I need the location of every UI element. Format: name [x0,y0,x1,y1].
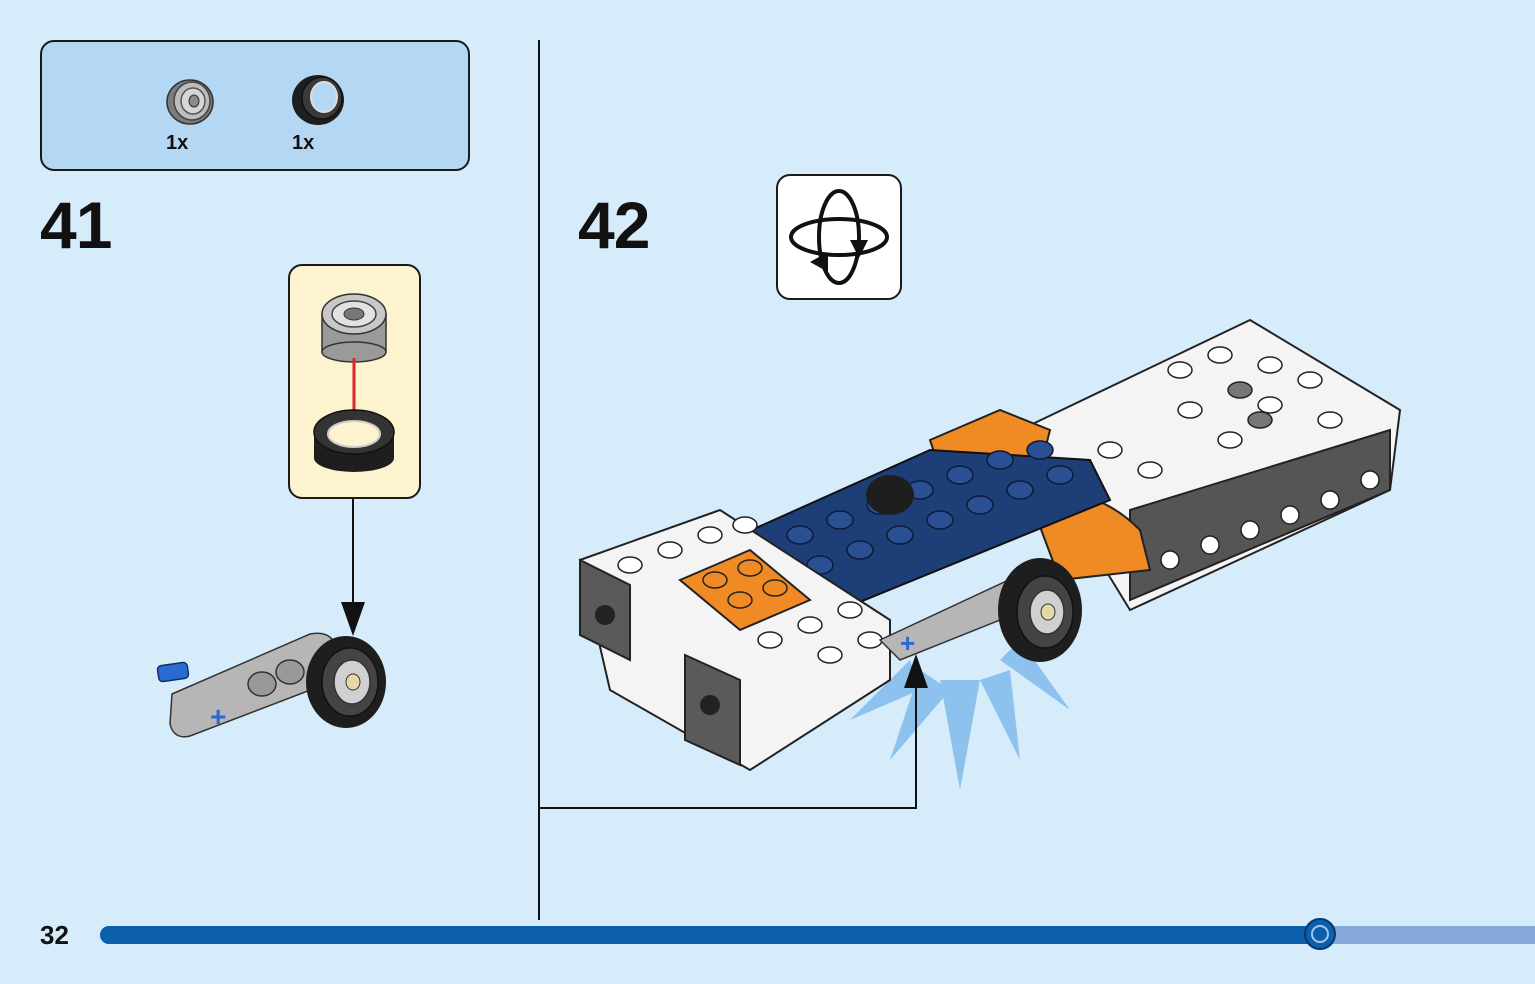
page-number: 32 [40,920,69,950]
rotate-model-icon [789,189,889,285]
step-number-41: 41 [40,188,112,262]
step-41-arrow [341,498,365,636]
step-42-arrow [538,654,928,809]
step-number-42: 42 [578,188,650,262]
wheel-axle-assembly-illustration: + [156,632,386,738]
step-divider [538,40,540,920]
parts-list-box: 1x 1x [40,40,470,171]
progress-knob [1304,918,1336,950]
progress-fill [100,926,1320,944]
rotate-model-box [776,174,902,300]
rim-count: 1x [166,132,189,154]
tire-part-icon [292,75,344,125]
svg-text:+: + [210,701,226,732]
rim-into-tire-illustration [313,293,395,472]
rim-part-icon [166,79,214,125]
tire-count: 1x [292,132,315,154]
race-car-model-illustration: + [578,318,1402,790]
svg-text:+: + [900,628,915,658]
subassembly-box [288,264,421,499]
